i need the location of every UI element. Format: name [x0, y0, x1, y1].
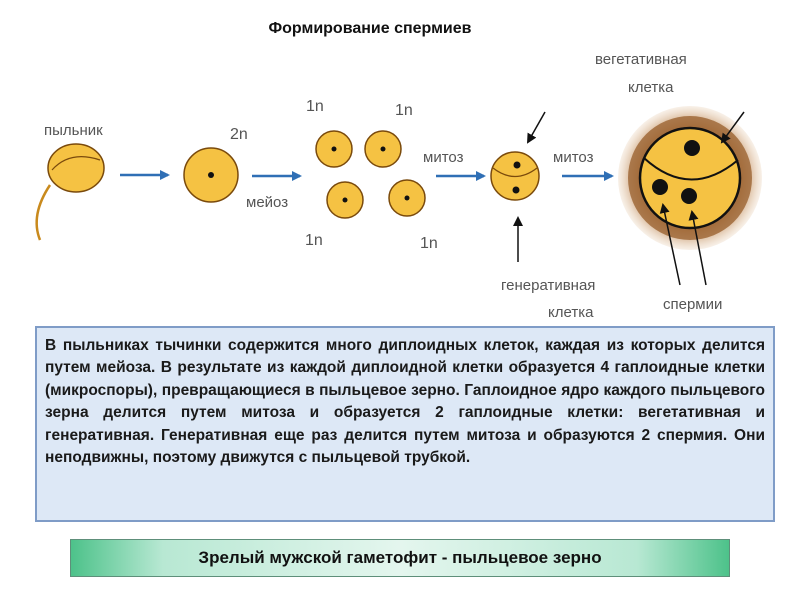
- description-box: В пыльниках тычинки содержится много дип…: [35, 326, 775, 522]
- diploid-label: 2n: [230, 126, 248, 143]
- pointer-vegetative: [527, 111, 546, 144]
- haploid-label: 1n: [305, 232, 323, 249]
- haploid-cell: [364, 130, 402, 168]
- diagram-title: Формирование спермиев: [268, 20, 472, 37]
- spermatogenesis-diagram: пыльник 2n мейоз 1n 1n 1n 1n митоз: [35, 51, 762, 321]
- anther-label: пыльник: [44, 122, 103, 139]
- vegetative-label-line1: вегетативная: [595, 51, 687, 68]
- meiosis-label: мейоз: [246, 194, 288, 211]
- mitosis-label-1: митоз: [423, 149, 464, 166]
- haploid-label: 1n: [420, 235, 438, 252]
- haploid-cell: [315, 130, 353, 168]
- vegetative-label-line2: клетка: [628, 79, 674, 96]
- haploid-label: 1n: [306, 98, 324, 115]
- anther-shape: [35, 143, 105, 241]
- sperm-label: спермии: [663, 296, 722, 313]
- mature-pollen-grain: [618, 106, 762, 250]
- haploid-cell: [326, 181, 364, 219]
- mitosis-label-2: митоз: [553, 149, 594, 166]
- generative-label-line1: генеративная: [501, 277, 595, 294]
- pointer-vegetative-mature: [720, 111, 745, 144]
- pointer-sperm-2: [688, 210, 707, 286]
- diploid-cell: [183, 147, 239, 203]
- generative-label-line2: клетка: [548, 304, 594, 321]
- summary-banner: Зрелый мужской гаметофит - пыльцевое зер…: [70, 539, 730, 577]
- binucleate-cell: [490, 151, 540, 201]
- pointer-sperm-1: [659, 203, 681, 286]
- haploid-label: 1n: [395, 102, 413, 119]
- haploid-cell: [388, 179, 426, 217]
